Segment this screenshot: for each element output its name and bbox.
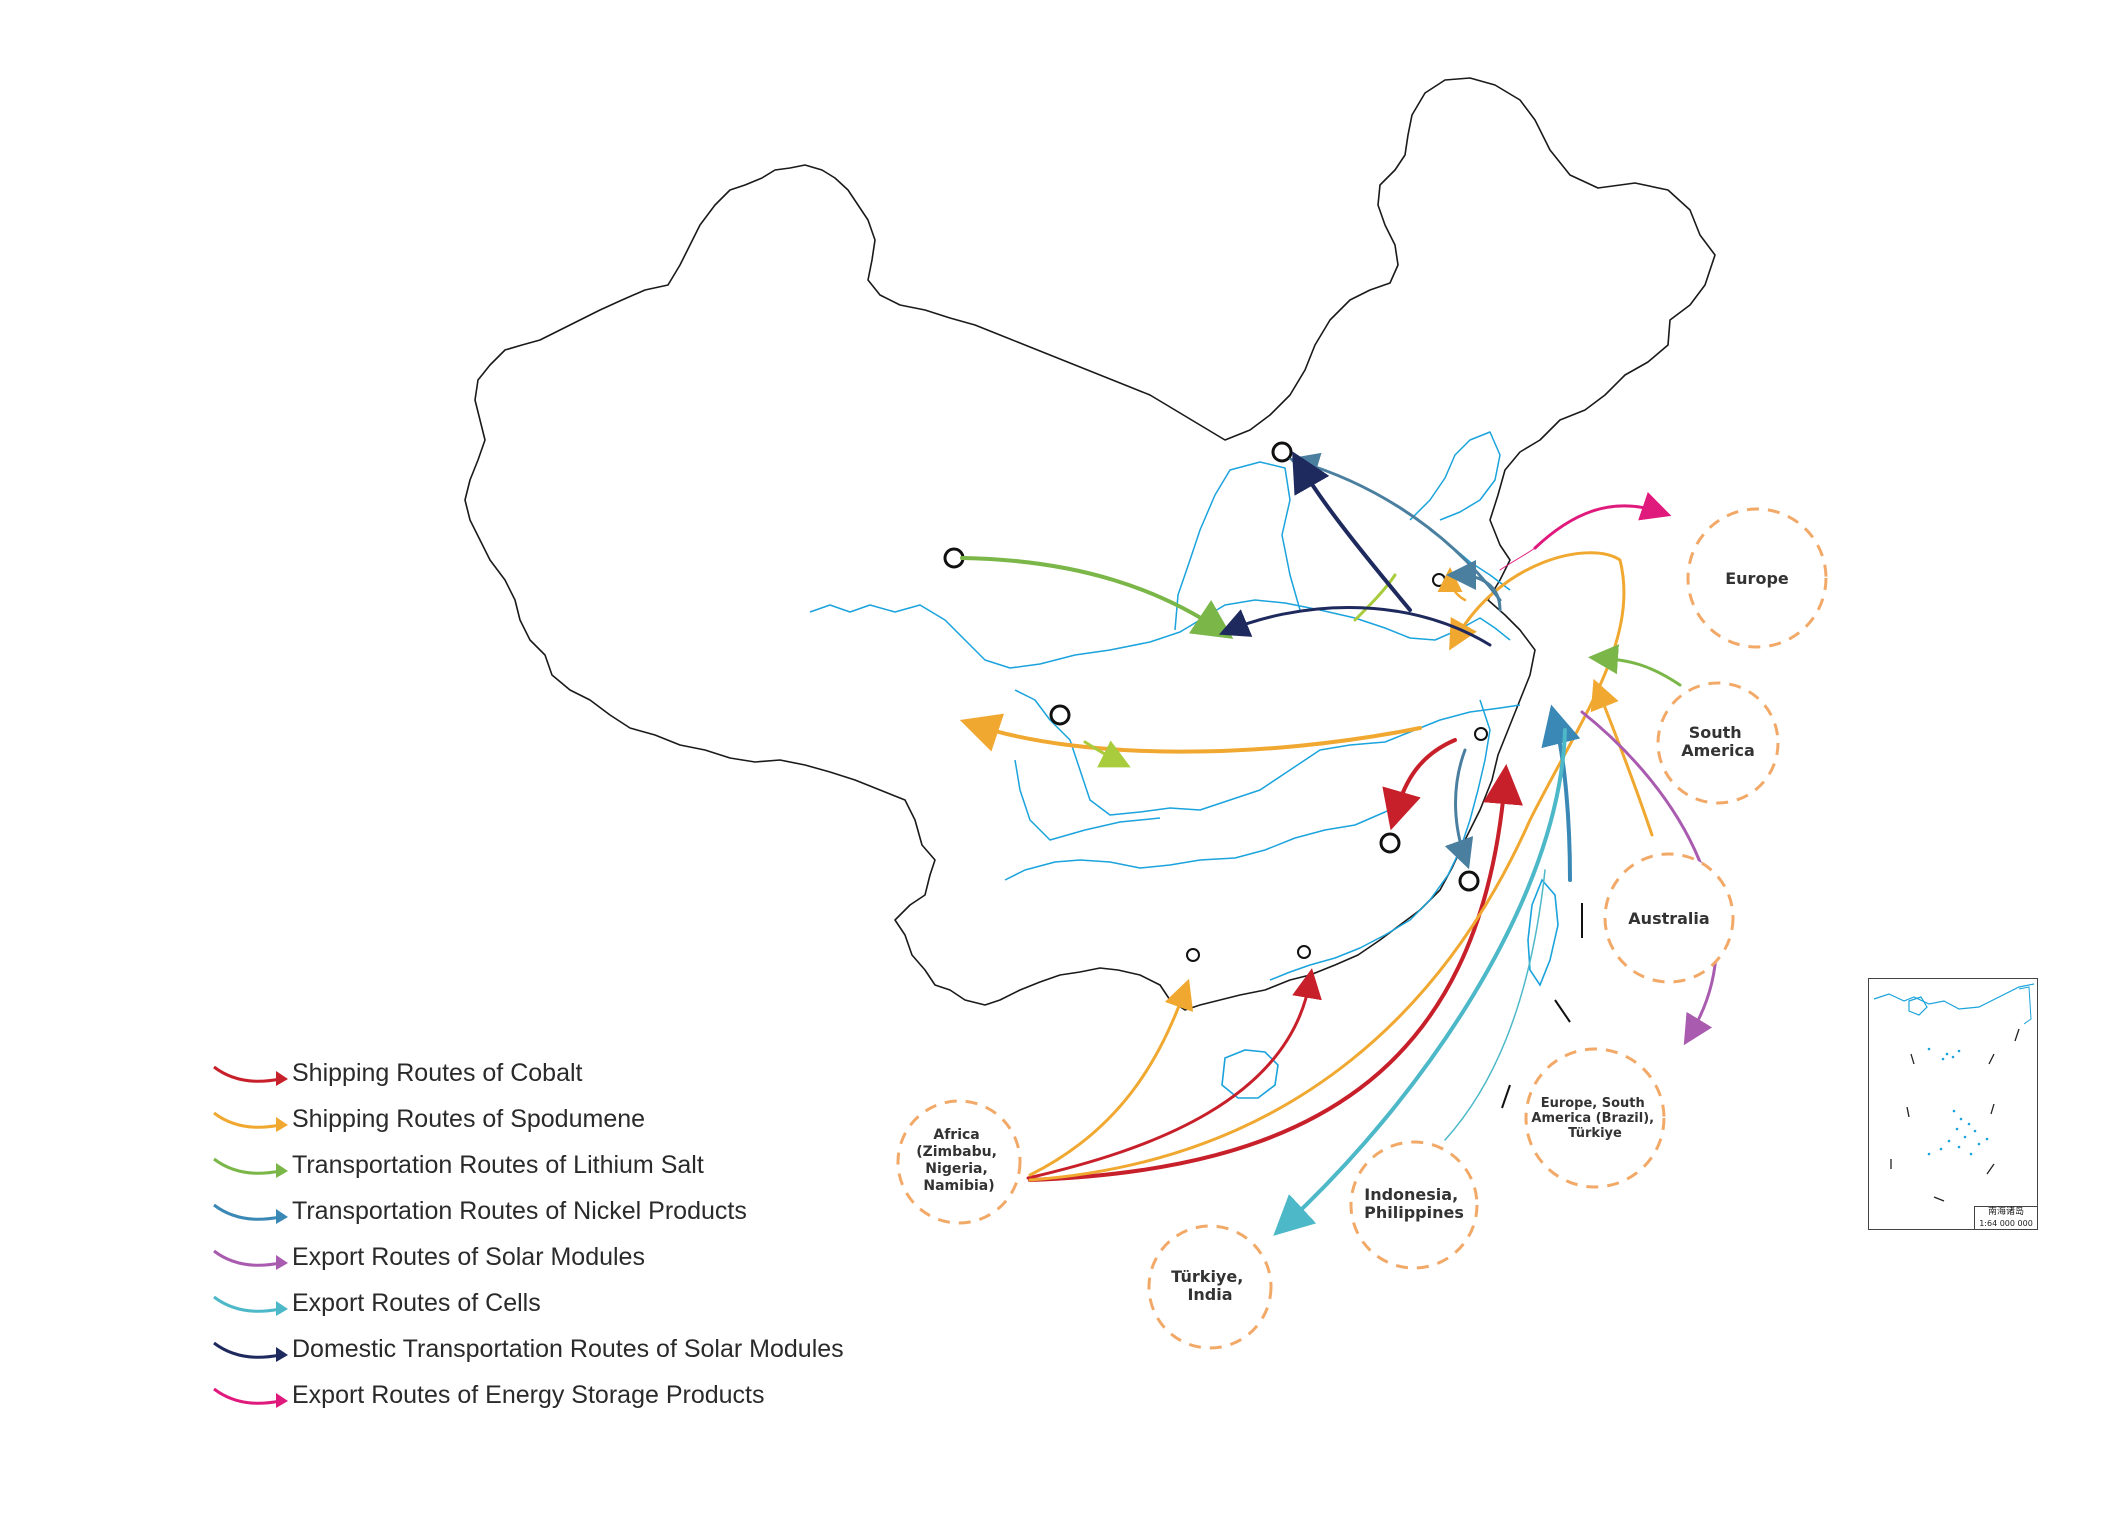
china-outline xyxy=(464,77,1716,1011)
cells-route xyxy=(1444,869,1546,1141)
legend-label: Export Routes of Cells xyxy=(292,1289,541,1317)
origin-marker xyxy=(1049,704,1071,726)
region-label-turkiye-india: Türkiye, India xyxy=(1171,1267,1249,1304)
lithium-salt-route xyxy=(1083,740,1131,768)
origin-markers xyxy=(943,441,1488,962)
spodumene-route xyxy=(959,713,1422,754)
inset-scale: 1:64 000 000 xyxy=(1979,1219,2033,1228)
energy-storage-route xyxy=(1533,492,1672,550)
sea-boundary-dashes xyxy=(1501,903,1583,1109)
origin-marker xyxy=(1186,948,1200,962)
south-china-sea-inset: 南海诸岛 1:64 000 000 xyxy=(1868,978,2038,1230)
legend-label: Export Routes of Energy Storage Products xyxy=(292,1381,765,1409)
legend-arrow-icon xyxy=(213,1341,288,1362)
region-circle-europe xyxy=(1686,507,1828,649)
region-label-africa: Africa (Zimbabu, Nigeria, Namibia) xyxy=(916,1127,1002,1194)
region-circle-south-america xyxy=(1656,681,1780,805)
domestic-solar-route xyxy=(1292,451,1412,612)
origin-marker xyxy=(1474,727,1488,741)
spodumene-route xyxy=(1028,551,1626,1182)
nickel-route xyxy=(1288,452,1502,602)
legend-arrow-icon xyxy=(213,1295,288,1316)
region-label-europe-sa-turkiye: Europe, South America (Brazil), Türkiye xyxy=(1531,1096,1658,1141)
origin-marker xyxy=(1271,441,1293,463)
origin-marker xyxy=(1432,573,1446,587)
inset-title: 南海诸岛 xyxy=(1987,1207,2024,1217)
legend-label: Transportation Routes of Nickel Products xyxy=(292,1197,747,1225)
region-label-europe: Europe xyxy=(1725,569,1789,588)
legend-label: Export Routes of Solar Modules xyxy=(292,1243,645,1271)
taiwan-island xyxy=(1527,878,1559,987)
lithium-salt-route xyxy=(960,556,1234,639)
origin-marker xyxy=(1458,870,1480,892)
nickel-route xyxy=(1541,704,1581,882)
origin-marker xyxy=(1297,945,1311,959)
region-label-australia: Australia xyxy=(1628,909,1709,928)
legend-arrow-icon xyxy=(213,1203,288,1224)
legend-arrow-icon xyxy=(213,1249,288,1270)
nickel-route xyxy=(1446,560,1502,612)
legend-arrow-icon xyxy=(213,1111,288,1132)
legend-arrow-icon xyxy=(213,1065,288,1086)
hainan-island xyxy=(1221,1049,1279,1099)
region-circle-turkiye-india xyxy=(1147,1224,1273,1350)
route-arrows xyxy=(959,451,1718,1236)
cobalt-route xyxy=(1382,738,1457,831)
spodumene-route xyxy=(1590,678,1654,837)
legend-label: Transportation Routes of Lithium Salt xyxy=(292,1151,704,1179)
lithium-salt-route xyxy=(1353,573,1397,622)
cobalt-route xyxy=(1026,968,1322,1180)
region-circle-europe-sa-turkiye xyxy=(1524,1047,1666,1189)
nickel-route xyxy=(1444,748,1474,870)
spodumene-route xyxy=(1028,978,1194,1177)
region-label-south-america: South America xyxy=(1681,723,1755,760)
legend-label: Domestic Transportation Routes of Solar … xyxy=(292,1335,844,1363)
region-circle-indonesia xyxy=(1349,1140,1479,1270)
domestic-solar-route xyxy=(1218,606,1492,647)
region-labels: Europe South America Australia Europe, S… xyxy=(916,569,1789,1304)
energy-storage-route xyxy=(1499,547,1536,571)
legend-arrow-icon xyxy=(213,1157,288,1178)
solar-module-route xyxy=(1580,710,1718,1046)
region-label-indonesia: Indonesia, Philippines xyxy=(1364,1185,1464,1222)
rivers xyxy=(809,431,1521,981)
inset-caption: 南海诸岛 1:64 000 000 xyxy=(1974,1206,2037,1229)
region-circle-australia xyxy=(1603,852,1735,984)
origin-marker xyxy=(1379,832,1401,854)
lithium-salt-route xyxy=(1588,644,1682,687)
region-circle-africa xyxy=(896,1099,1022,1225)
region-circles xyxy=(896,507,1828,1350)
legend-label: Shipping Routes of Cobalt xyxy=(292,1059,583,1087)
cells-route xyxy=(1273,728,1567,1236)
spodumene-route xyxy=(1437,567,1467,602)
cobalt-route xyxy=(1028,764,1523,1182)
legend-label: Shipping Routes of Spodumene xyxy=(292,1105,646,1133)
inset-map xyxy=(1873,983,2035,1202)
legend-arrow-icon xyxy=(213,1387,288,1408)
